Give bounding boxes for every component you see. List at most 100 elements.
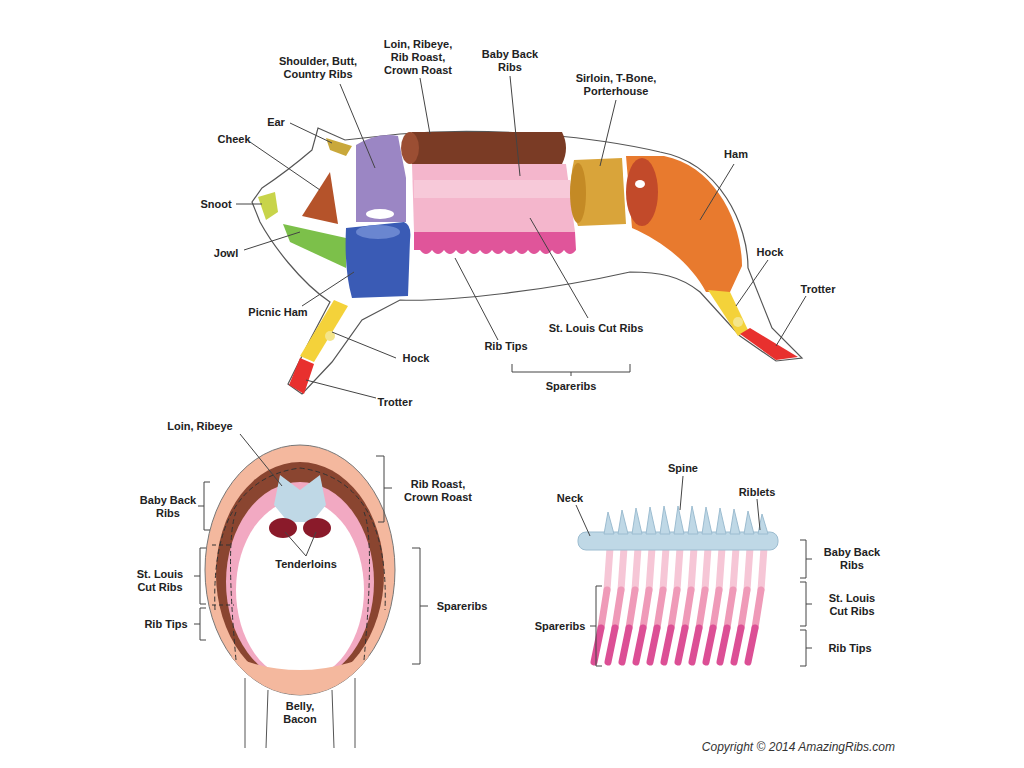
part-label: Rib Roast, Crown Roast <box>398 478 478 504</box>
leader-line <box>340 84 375 168</box>
back-hock-joint <box>733 317 743 327</box>
back-trotter <box>740 328 798 360</box>
spine-processes <box>604 506 768 534</box>
leader-line <box>600 100 616 166</box>
picnic-face <box>356 225 400 239</box>
rib-rack <box>578 506 778 662</box>
part-label: Neck <box>550 492 590 505</box>
part-label: Hock <box>398 352 434 365</box>
bracket <box>800 582 812 626</box>
leader-line <box>240 434 282 486</box>
part-label: Baby Back Ribs <box>480 48 540 74</box>
leader-line <box>306 532 316 556</box>
part-label: St. Louis Cut Ribs <box>531 322 661 335</box>
leader-line <box>776 296 806 346</box>
brackets <box>194 434 428 664</box>
part-label: Trotter <box>793 283 843 296</box>
leg-outline <box>355 678 356 748</box>
ribs <box>594 548 764 662</box>
part-label: Spareribs <box>427 600 497 613</box>
leg-outline <box>245 678 246 748</box>
leader-line <box>285 532 306 556</box>
bracket <box>194 608 206 640</box>
part-label: Loin, Ribeye <box>155 420 245 433</box>
leader-line <box>302 272 354 306</box>
leader-line <box>576 505 590 536</box>
part-label: Ham <box>718 148 754 161</box>
part-label: Tenderloins <box>266 558 346 571</box>
sirloin-face <box>570 163 586 223</box>
ear-cut <box>326 138 352 156</box>
cut-line <box>231 512 370 660</box>
leg-outline <box>266 690 268 748</box>
part-label: Hock <box>752 246 788 259</box>
front-trotter <box>289 358 314 394</box>
pig-cross-section <box>200 445 400 748</box>
leg-outline <box>332 690 334 748</box>
bracket <box>194 548 206 604</box>
ham-cut <box>626 156 742 292</box>
bracket <box>800 630 812 666</box>
rib-upper <box>607 548 764 590</box>
leader-line <box>736 260 768 306</box>
ham-bone <box>635 180 645 188</box>
sirloin-cut <box>571 158 626 226</box>
part-label: Cheek <box>212 133 256 146</box>
part-label: Picnic Ham <box>243 306 313 319</box>
cut-line <box>212 605 234 606</box>
part-label: Spareribs <box>530 620 590 633</box>
part-label: Rib Tips <box>822 642 878 655</box>
leader-line <box>510 76 520 176</box>
rack-leaders <box>576 476 812 666</box>
leader-lines <box>236 76 806 398</box>
part-label: Rib Tips <box>478 340 534 353</box>
spine-section <box>274 475 326 522</box>
leader-line <box>306 380 376 398</box>
part-label: Spareribs <box>536 380 606 393</box>
part-label: Ear <box>261 116 291 129</box>
bracket <box>800 540 812 578</box>
cavity <box>236 500 364 680</box>
copyright-caption: Copyright © 2014 AmazingRibs.com <box>702 740 895 754</box>
part-label: Belly, Bacon <box>275 700 325 726</box>
part-label: Sirloin, T-Bone, Porterhouse <box>568 72 664 98</box>
rib-middle <box>601 590 761 628</box>
part-label: Snoot <box>196 198 236 211</box>
shoulder-cut <box>356 135 406 222</box>
rib-tips-cut <box>414 232 576 254</box>
bracket <box>590 586 602 666</box>
pig-side-view <box>252 128 802 394</box>
part-label: St. Louis Cut Ribs <box>819 592 885 618</box>
leader-line <box>455 258 498 340</box>
loin-ring <box>216 462 384 686</box>
pig-outline <box>252 128 802 394</box>
bracket <box>512 364 630 376</box>
part-label: Riblets <box>732 486 782 499</box>
part-label: Baby Back Ribs <box>138 494 198 520</box>
leader-line <box>757 499 760 530</box>
tenderloin <box>303 518 331 538</box>
loin-cut <box>407 132 566 164</box>
leader-line <box>680 476 683 510</box>
tenderloin <box>269 518 297 538</box>
part-label: St. Louis Cut Ribs <box>129 568 191 594</box>
leader-line <box>236 204 262 205</box>
part-label: Jowl <box>208 247 244 260</box>
leader-line <box>420 78 430 134</box>
rib-lower <box>594 628 755 662</box>
part-label: Loin, Ribeye, Rib Roast, Crown Roast <box>380 38 456 77</box>
bracket <box>198 482 210 530</box>
leader-line <box>700 164 734 220</box>
picnic-ham-cut <box>346 222 411 298</box>
leader-line <box>530 218 588 318</box>
belly-section <box>200 640 400 700</box>
leader-line <box>244 232 300 250</box>
loin-face <box>401 132 419 164</box>
part-label: Trotter <box>370 396 420 409</box>
leader-line <box>250 142 320 190</box>
leader-line <box>332 332 396 358</box>
part-label: Rib Tips <box>138 618 194 631</box>
baby-back-cut <box>412 164 575 232</box>
shoulder-face <box>366 209 394 219</box>
